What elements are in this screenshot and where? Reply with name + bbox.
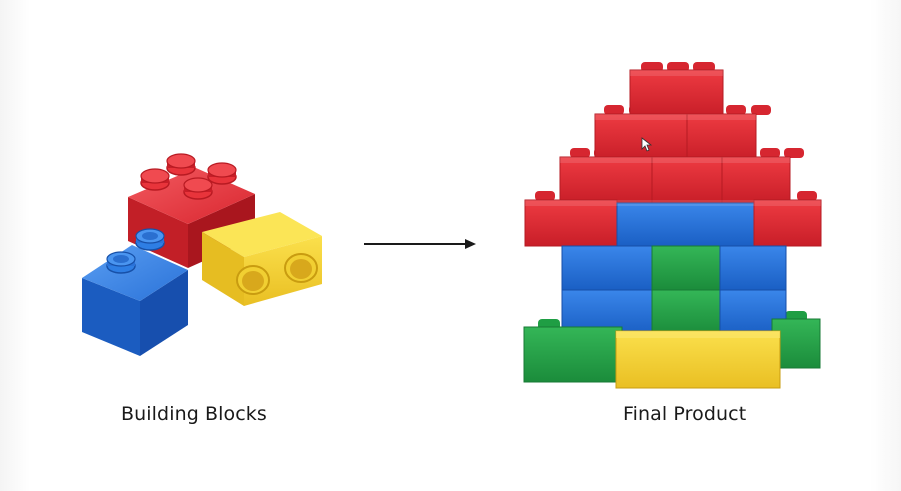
building-blocks-label: Building Blocks: [121, 403, 267, 425]
mouse-cursor-icon: [641, 137, 653, 152]
blue-brick: [82, 228, 188, 356]
yellow-brick: [202, 212, 322, 306]
final-product-label: Final Product: [623, 403, 747, 425]
final-product-house: [523, 62, 822, 389]
building-blocks: [82, 153, 322, 356]
right-arrow-icon: [364, 239, 476, 249]
